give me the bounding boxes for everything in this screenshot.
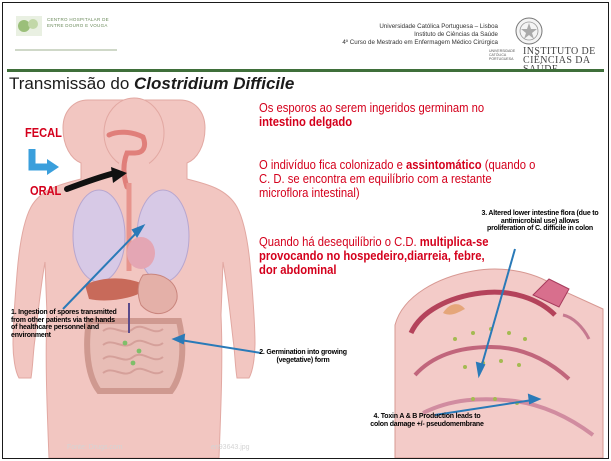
paragraph-colonization-bold: assintomático [406,158,482,172]
label-altered-flora: 3. Altered lower intestine flora (due to… [481,210,599,233]
route-fecal: FECAL [25,125,62,140]
label-ingestion: 1. Ingestion of spores transmitted from … [11,309,121,339]
left-lung [73,190,125,282]
paragraph-colonization: O indivíduo fica colonizado e assintomát… [259,158,538,200]
paragraph-germination-bold: intestino delgado [259,115,352,129]
image-source: Fonte: Drugs.com [67,444,123,451]
route-oral: ORAL [30,183,61,198]
paragraph-germination: Os esporos ao serem ingeridos germinam n… [259,101,601,129]
route-arrow-icon [27,145,61,179]
image-id: en93643.jpg [211,444,250,451]
colon-section [395,269,603,458]
label-toxin: 4. Toxin A & B Production leads to colon… [367,413,487,428]
heart [127,237,155,269]
paragraph-colonization-lead: O indivíduo fica colonizado e [259,158,406,172]
paragraph-imbalance: Quando há desequilíbrio o C.D. multiplic… [259,235,493,277]
paragraph-germination-lead: Os esporos ao serem ingeridos germinam n… [259,101,484,115]
paragraph-imbalance-lead: Quando há desequilíbrio o C.D. [259,235,420,249]
label-germination: 2. Germination into growing (vegetative)… [258,349,348,364]
